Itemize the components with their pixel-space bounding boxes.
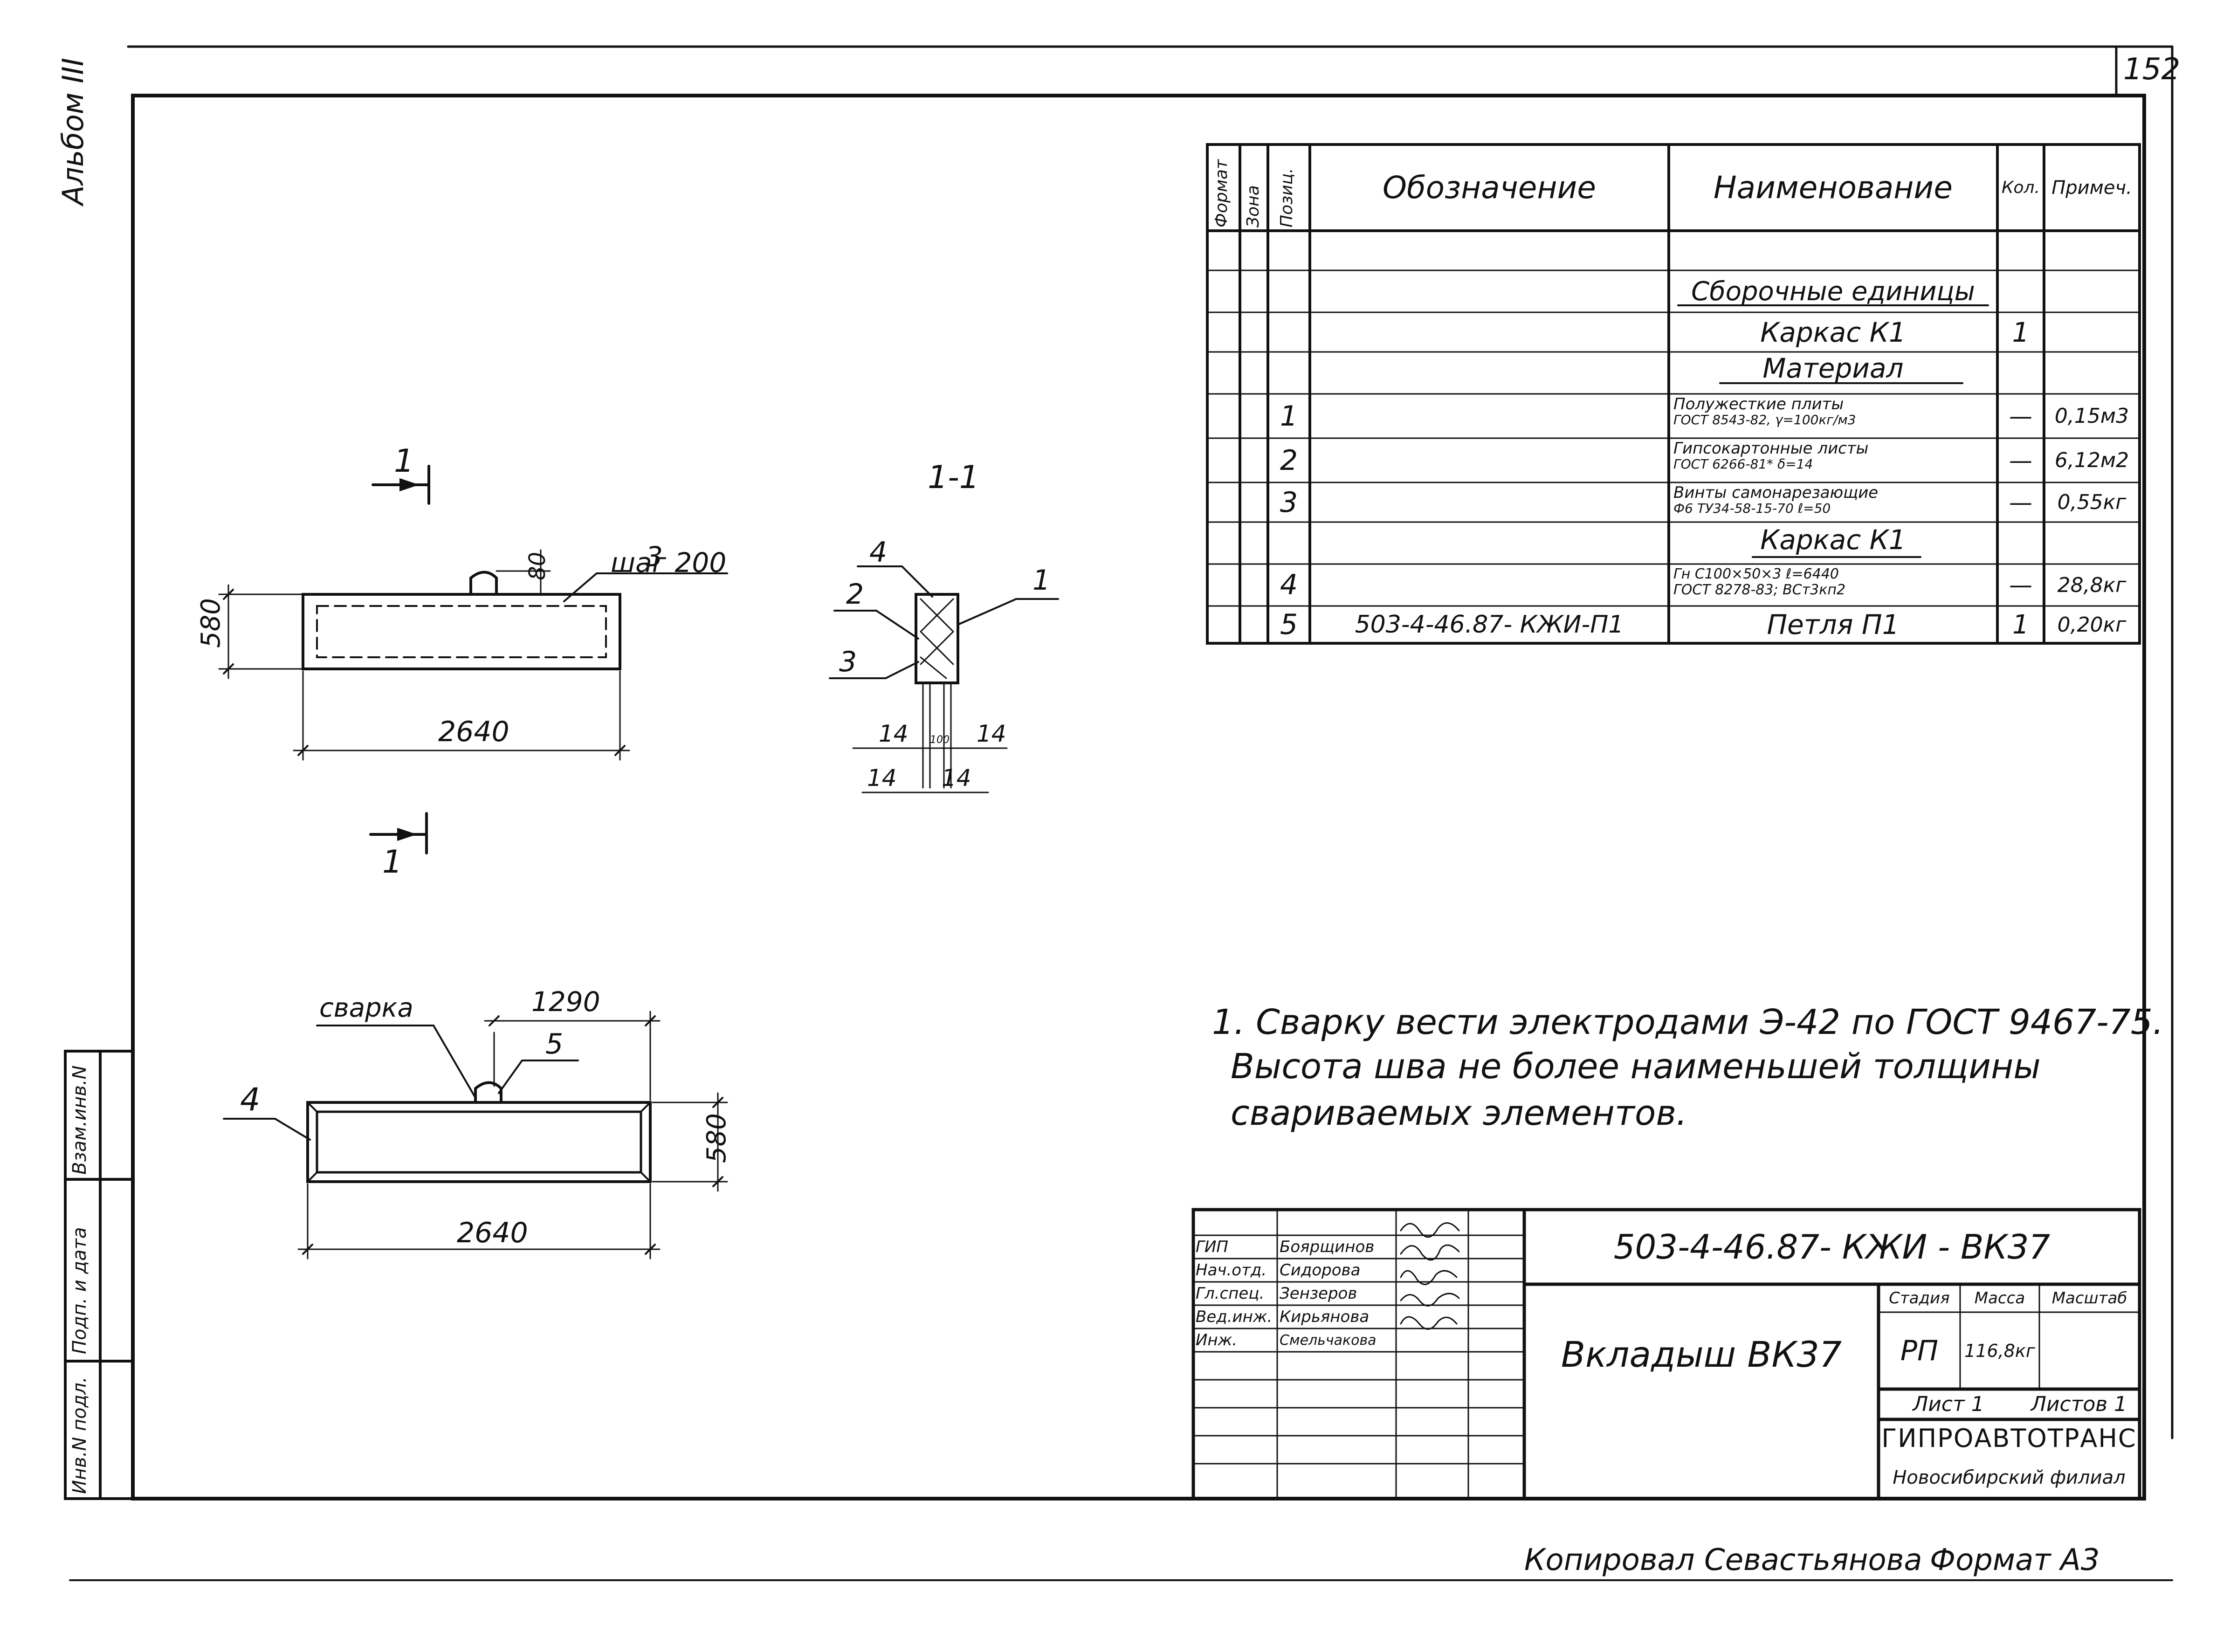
spec-row-4-name-line2: ГОСТ 6266-81* δ=14 bbox=[1673, 456, 1813, 472]
tb-stage-value: РП bbox=[1900, 1334, 1939, 1367]
spec-row-8-designation: 503-4-46.87- КЖИ-П1 bbox=[1355, 611, 1624, 639]
spec-row-3-name-line1: Полужесткие плиты bbox=[1673, 396, 1844, 413]
tb-branch: Новосибирский филиал bbox=[1893, 1467, 2126, 1488]
spec-row-7-qty: — bbox=[2009, 571, 2032, 599]
note-line-3: свариваемых элементов. bbox=[1231, 1093, 1687, 1133]
spec-row-3-note: 0,15м3 bbox=[2054, 404, 2129, 428]
spec-row-4-qty: — bbox=[2009, 447, 2032, 474]
weld-label: сварка bbox=[319, 993, 413, 1023]
note-line-2: Высота шва не более наименьшей толщины bbox=[1231, 1046, 2041, 1087]
spec-row-3-qty: — bbox=[2009, 402, 2032, 430]
album-label: Альбом III bbox=[56, 57, 90, 205]
sheet-format: Формат А3 bbox=[1930, 1543, 2100, 1577]
tb-name-2: Зензеров bbox=[1280, 1284, 1357, 1303]
section-title: 1-1 bbox=[928, 459, 980, 496]
tb-name-3: Кирьянова bbox=[1280, 1308, 1370, 1326]
spec-row-8-qty: 1 bbox=[2012, 609, 2029, 640]
tb-doc-title: Вкладыш ВК37 bbox=[1561, 1333, 1842, 1375]
spec-header-format: Формат bbox=[1212, 159, 1231, 227]
bottom-dim-1290: 1290 bbox=[531, 986, 600, 1018]
spec-row-4-name: Гипсокартонные листы ГОСТ 6266-81* δ=14 bbox=[1673, 441, 1995, 482]
stamp-orig-inv: Инв.N подл. bbox=[69, 1377, 90, 1494]
section-dim-left-bottom: 14 bbox=[867, 764, 897, 792]
top-callout-pos: 3 bbox=[646, 541, 663, 572]
tb-role-1: Нач.отд. bbox=[1196, 1261, 1267, 1280]
spec-row-5-name: Винты самонарезающие Ф6 ТУ34-58-15-70 ℓ=… bbox=[1673, 485, 1995, 522]
section-callout-3: 3 bbox=[839, 646, 857, 678]
spec-row-8-name: Петля П1 bbox=[1767, 609, 1900, 640]
spec-row-4-name-line1: Гипсокартонные листы bbox=[1673, 441, 1869, 458]
spec-row-0-name: Сборочные единицы bbox=[1691, 276, 1975, 307]
tb-role-3: Вед.инж. bbox=[1196, 1308, 1273, 1326]
tb-org: ГИПРОАВТОТРАНС bbox=[1881, 1423, 2137, 1453]
tb-mass-value: 116,8кг bbox=[1964, 1340, 2035, 1361]
spec-row-4-pos: 2 bbox=[1280, 444, 1298, 477]
spec-row-7-name-line2: ГОСТ 8278-83; ВСт3кп2 bbox=[1673, 582, 1846, 598]
spec-row-7-name: Гн С100×50×3 ℓ=6440 ГОСТ 8278-83; ВСт3кп… bbox=[1673, 566, 1995, 606]
top-callout-text-label: шаг 200 bbox=[611, 547, 727, 578]
top-length-dim: 2640 bbox=[438, 716, 509, 748]
tb-mass-header: Масса bbox=[1974, 1289, 2025, 1308]
stamp-sign-date: Подп. и дата bbox=[69, 1227, 90, 1354]
spec-row-7-pos: 4 bbox=[1280, 569, 1298, 601]
bottom-callout-4: 4 bbox=[240, 1081, 261, 1118]
tb-name-1: Сидорова bbox=[1280, 1261, 1361, 1280]
spec-header-position: Позиц. bbox=[1277, 168, 1296, 227]
top-callout-text: шаг 200 bbox=[611, 543, 727, 578]
bottom-length-dim: 2640 bbox=[457, 1217, 528, 1249]
tb-sheet-label: Лист 1 bbox=[1913, 1392, 1984, 1416]
section-callout-4: 4 bbox=[869, 536, 888, 569]
section-callout-2: 2 bbox=[846, 578, 864, 611]
spec-row-7-name-line1: Гн С100×50×3 ℓ=6440 bbox=[1673, 566, 1839, 582]
spec-row-8-pos: 5 bbox=[1280, 608, 1298, 641]
section-mark-bottom: 1 bbox=[382, 844, 403, 881]
spec-row-8-note: 0,20кг bbox=[2057, 613, 2127, 637]
tb-stage-header: Стадия bbox=[1889, 1289, 1950, 1308]
top-height-dim: 580 bbox=[196, 598, 226, 648]
spec-row-3-pos: 1 bbox=[1280, 399, 1298, 433]
tb-role-2: Гл.спец. bbox=[1196, 1284, 1265, 1303]
spec-row-5-name-line2: Ф6 ТУ34-58-15-70 ℓ=50 bbox=[1673, 501, 1831, 516]
page-number: 152 bbox=[2123, 52, 2181, 87]
section-callout-1: 1 bbox=[1032, 564, 1051, 597]
tb-role-4: Инж. bbox=[1196, 1331, 1238, 1349]
tb-sheets-label: Листов 1 bbox=[2030, 1392, 2127, 1416]
stamp-replace-inv: Взам.инв.N bbox=[69, 1065, 90, 1175]
tb-name-4: Смельчакова bbox=[1280, 1332, 1377, 1349]
spec-row-5-pos: 3 bbox=[1280, 486, 1298, 519]
top-loop-offset-dim: 80 bbox=[524, 551, 551, 580]
spec-row-1-qty: 1 bbox=[2012, 316, 2030, 348]
spec-row-5-qty: — bbox=[2009, 489, 2032, 516]
spec-header-zone: Зона bbox=[1244, 185, 1263, 227]
spec-row-6-name: Каркас К1 bbox=[1760, 523, 1906, 556]
section-dim-mid: 100 bbox=[930, 734, 950, 746]
spec-row-3-name-line2: ГОСТ 8543-82, γ=100кг/м3 bbox=[1673, 412, 1856, 427]
bottom-callout-5: 5 bbox=[545, 1028, 564, 1060]
spec-header-name: Наименование bbox=[1714, 170, 1953, 206]
tb-scale-header: Масштаб bbox=[2051, 1289, 2127, 1308]
tb-doc-code: 503-4-46.87- КЖИ - ВК37 bbox=[1613, 1227, 2051, 1267]
section-dim-right-bottom: 14 bbox=[942, 764, 971, 792]
section-dim-right-top: 14 bbox=[977, 720, 1006, 747]
tb-role-0: ГИП bbox=[1196, 1238, 1228, 1256]
spec-row-5-name-line1: Винты самонарезающие bbox=[1673, 485, 1879, 502]
bottom-height-dim: 580 bbox=[702, 1113, 732, 1163]
spec-row-2-name: Материал bbox=[1762, 352, 1904, 384]
spec-header-note: Примеч. bbox=[2051, 177, 2132, 199]
note-line-1: 1. Сварку вести электродами Э-42 по ГОСТ… bbox=[1212, 1002, 2164, 1042]
section-mark-top: 1 bbox=[394, 443, 414, 480]
spec-row-4-note: 6,12м2 bbox=[2054, 448, 2129, 472]
spec-header-qty: Кол. bbox=[2001, 178, 2040, 197]
copied-by: Копировал Севастьянова bbox=[1524, 1543, 1922, 1577]
spec-row-7-note: 28,8кг bbox=[2057, 573, 2127, 597]
section-dim-left-top: 14 bbox=[879, 720, 909, 747]
tb-name-0: Боярщинов bbox=[1280, 1238, 1375, 1256]
spec-row-1-name: Каркас К1 bbox=[1760, 316, 1906, 348]
spec-header-designation: Обозначение bbox=[1383, 170, 1596, 206]
spec-row-3-name: Полужесткие плиты ГОСТ 8543-82, γ=100кг/… bbox=[1673, 396, 1995, 438]
spec-row-5-note: 0,55кг bbox=[2057, 490, 2127, 514]
